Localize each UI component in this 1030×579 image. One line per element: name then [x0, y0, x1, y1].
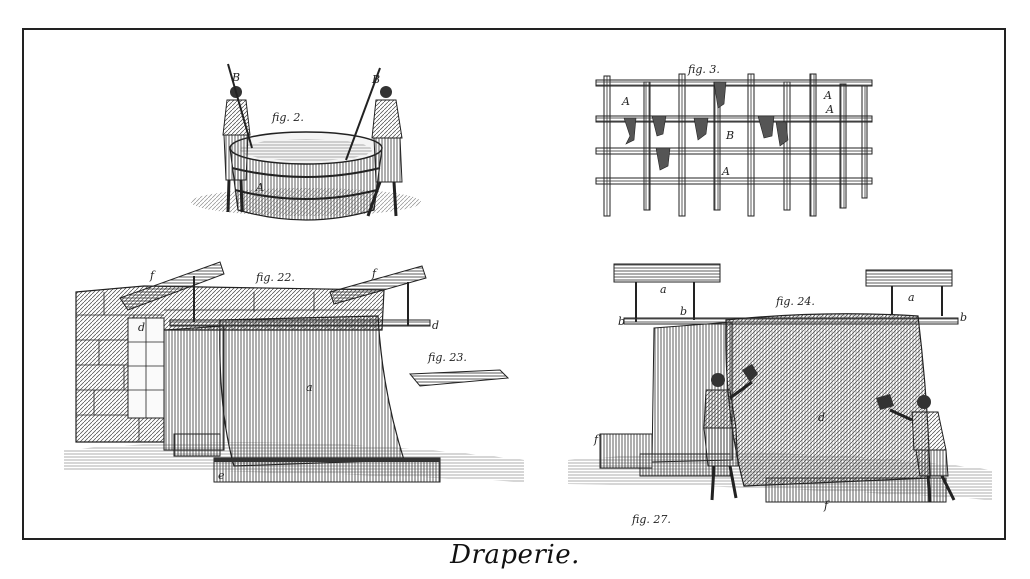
fig22-letter-f-left: f: [150, 269, 155, 282]
fig27-label: fig. 27.: [632, 513, 671, 526]
fig3-label: fig. 3.: [688, 63, 720, 76]
fig3-letter-a4: A: [722, 165, 730, 178]
fig24-letter-f-left: f: [594, 433, 599, 446]
fig3-letter-a1: A: [622, 95, 630, 108]
fig24-label: fig. 24.: [776, 295, 815, 308]
fig2-letter-b-left: B: [232, 71, 241, 84]
fig3-letter-b: B: [726, 129, 735, 142]
fig24-letter-b-mid: b: [680, 305, 688, 318]
fig24-letter-d: d: [818, 411, 826, 424]
fig22-label: fig. 22.: [256, 271, 295, 284]
engraving-artwork: [64, 63, 992, 503]
plate-caption: Draperie.: [450, 540, 580, 570]
fig2-vat-scene: [191, 63, 421, 221]
fig3-drying-rack: [595, 73, 873, 217]
fig23-label: fig. 23.: [428, 351, 467, 364]
fig2-letter-a: A: [256, 181, 264, 194]
fig22-letter-e: e: [218, 469, 225, 482]
fig24-letter-b-left: b: [618, 315, 626, 328]
fig24-letter-f-right: f: [824, 499, 829, 512]
fig24-cloth-raising: [568, 263, 992, 503]
fig2-letter-b-right: B: [372, 73, 381, 86]
fig24-letter-a-right: a: [908, 291, 915, 304]
fig2-label: fig. 2.: [272, 111, 304, 124]
fig24-letter-b-right: b: [960, 311, 968, 324]
fig22-letter-d-right: d: [432, 319, 440, 332]
fig22-cloth-frame: [64, 261, 524, 483]
fig3-letter-a3: A: [826, 103, 834, 116]
fig22-letter-f-right: f: [372, 267, 377, 280]
engraving-plate: fig. 2. B B A fig. 3. A A A B A fig. 22.…: [22, 28, 1006, 540]
fig22-letter-d-left: d: [138, 321, 146, 334]
fig22-letter-a: a: [306, 381, 313, 394]
fig3-letter-a2: A: [824, 89, 832, 102]
fig24-letter-a-left: a: [660, 283, 667, 296]
